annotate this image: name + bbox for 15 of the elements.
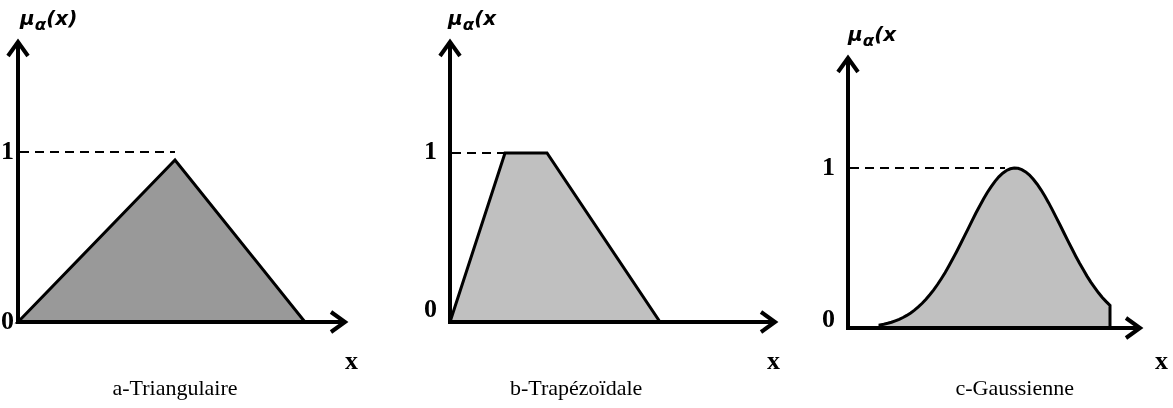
tick-label: 1 (424, 138, 437, 164)
tick-label: 0 (424, 296, 437, 322)
caption: c-Gaussienne (955, 377, 1074, 399)
tick-label: 1 (822, 154, 835, 180)
tick-label: 0 (1, 308, 14, 334)
caption: b-Trapézoïdale (510, 377, 643, 399)
tick-label: 1 (1, 138, 14, 164)
axis-label: x (1155, 348, 1168, 374)
axis-label: x (767, 348, 780, 374)
axis-label: x (345, 348, 358, 374)
caption: a-Triangulaire (112, 377, 238, 399)
axis-label: μ$_{α}$(x (848, 24, 897, 50)
axis-label: μ$_{α}$(x) (20, 8, 78, 34)
tick-label: 0 (822, 306, 835, 332)
axis-label: μ$_{α}$(x (448, 8, 497, 34)
